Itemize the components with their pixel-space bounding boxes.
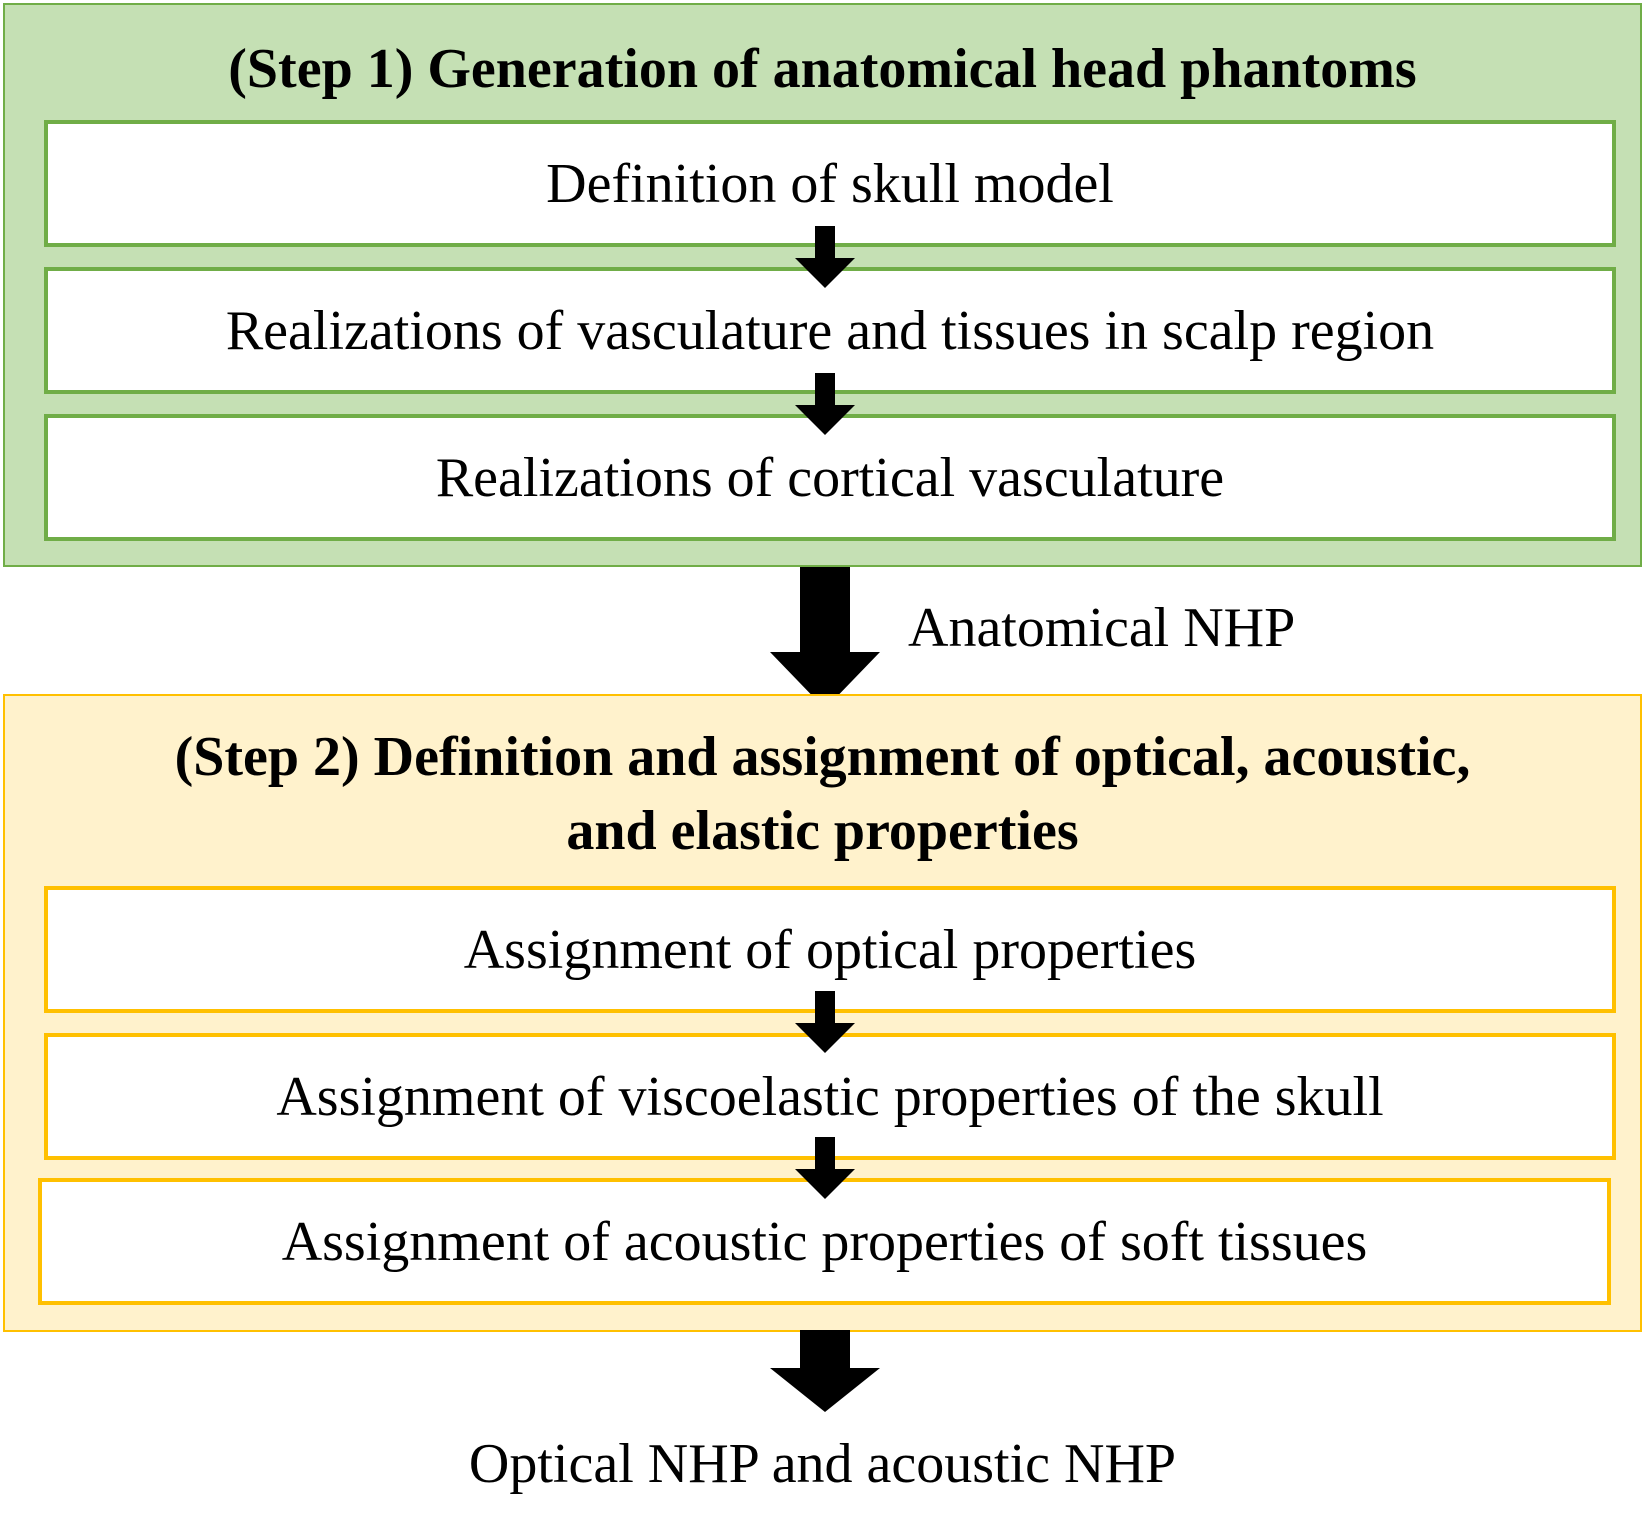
step2-box-optical: Assignment of optical properties — [44, 886, 1616, 1013]
step2-heading: (Step 2) Definition and assignment of op… — [5, 720, 1640, 868]
step1-box-scalp-realizations: Realizations of vasculature and tissues … — [44, 267, 1616, 394]
step2-heading-line2: and elastic properties — [566, 800, 1079, 862]
step1-heading: (Step 1) Generation of anatomical head p… — [228, 38, 1417, 100]
step1-box-cortical-vasculature: Realizations of cortical vasculature — [44, 414, 1616, 541]
anatomical-nhp-label: Anatomical NHP — [908, 597, 1296, 659]
step2-box-viscoelastic: Assignment of viscoelastic properties of… — [44, 1033, 1616, 1160]
down-arrow-icon — [795, 373, 855, 435]
down-arrow-icon — [770, 567, 880, 709]
down-arrow-icon — [795, 991, 855, 1053]
final-output-label: Optical NHP and acoustic NHP — [468, 1433, 1177, 1495]
down-arrow-icon — [795, 1137, 855, 1199]
step2-box-acoustic: Assignment of acoustic properties of sof… — [38, 1178, 1611, 1305]
down-arrow-icon — [795, 226, 855, 288]
step2-heading-line1: (Step 2) Definition and assignment of op… — [174, 726, 1471, 788]
down-arrow-icon — [770, 1330, 880, 1412]
